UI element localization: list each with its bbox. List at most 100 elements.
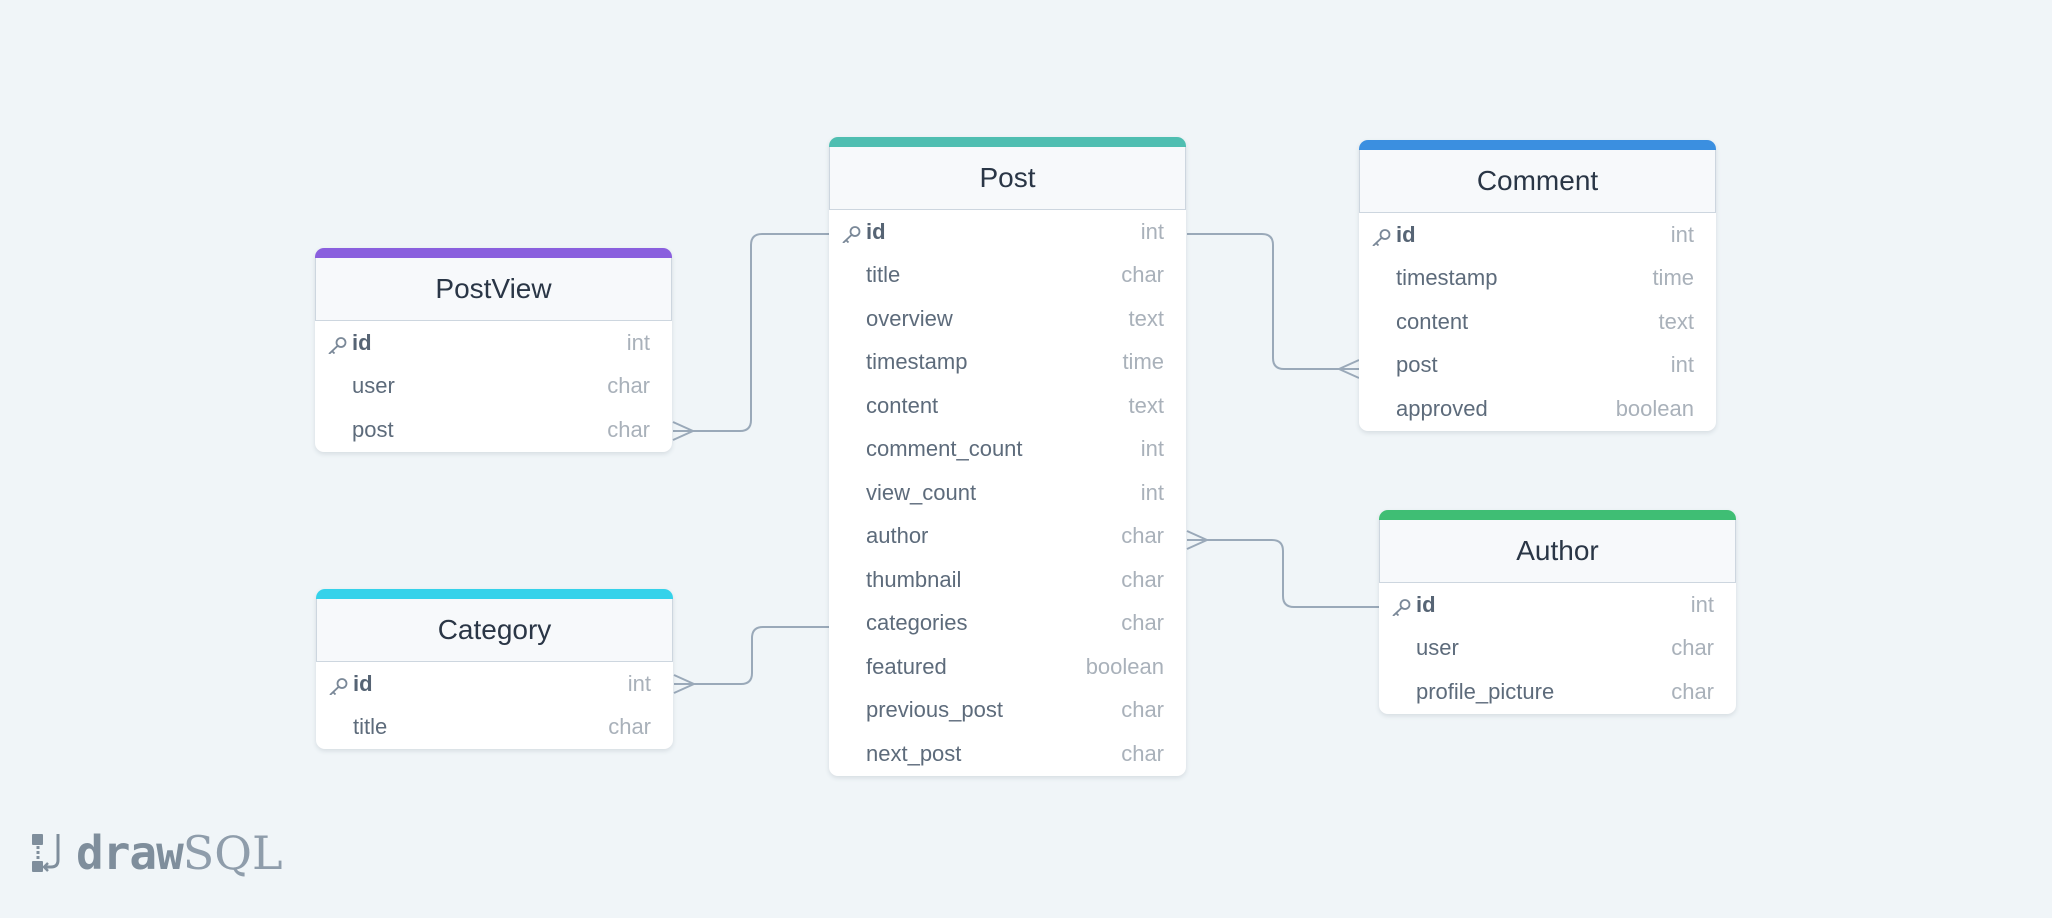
table-category[interactable]: Category id int title char: [316, 589, 673, 749]
primary-key-icon: [1370, 226, 1392, 247]
table-title[interactable]: PostView: [315, 258, 672, 321]
column-type: int: [626, 329, 650, 355]
column-name: title: [353, 714, 388, 740]
relation-post-postview: [673, 233, 829, 432]
column-row-user[interactable]: user char: [1379, 627, 1736, 671]
crow-foot-postview-post: [672, 421, 694, 441]
column-type: int: [1690, 591, 1714, 617]
column-name: id: [353, 670, 373, 696]
column-type: text: [1128, 392, 1164, 418]
column-type: int: [1670, 221, 1694, 247]
column-type: time: [1122, 349, 1164, 375]
table-accent-bar: [316, 589, 673, 599]
column-name: content: [866, 392, 939, 418]
column-name: id: [1416, 591, 1436, 617]
column-name: post: [352, 416, 394, 442]
column-type: boolean: [1615, 395, 1694, 421]
column-name: id: [352, 329, 372, 355]
column-type: int: [1140, 479, 1164, 505]
column-type: char: [1121, 262, 1164, 288]
table-title[interactable]: Comment: [1359, 150, 1716, 213]
primary-key-icon: [326, 334, 348, 355]
column-name: user: [1416, 635, 1459, 661]
logo-text-sql: SQL: [182, 826, 283, 880]
primary-key-icon: [840, 223, 862, 244]
column-row-title[interactable]: title char: [829, 254, 1186, 298]
table-title[interactable]: Post: [829, 147, 1186, 210]
column-name: timestamp: [866, 349, 968, 375]
column-row-content[interactable]: content text: [829, 384, 1186, 428]
column-type: int: [627, 670, 651, 696]
column-name: title: [866, 262, 901, 288]
relation-post-comment: [1187, 233, 1359, 370]
column-row-comment_count[interactable]: comment_count int: [829, 428, 1186, 472]
column-row-timestamp[interactable]: timestamp time: [829, 341, 1186, 385]
column-row-post[interactable]: post char: [315, 408, 672, 452]
crow-foot-comment-post: [1338, 359, 1360, 379]
column-type: char: [608, 714, 651, 740]
drawsql-logo: drawSQL: [30, 828, 283, 878]
column-name: post: [1396, 352, 1438, 378]
crow-foot-category-id: [673, 674, 695, 694]
table-title[interactable]: Category: [316, 599, 673, 662]
column-type: char: [607, 416, 650, 442]
column-name: approved: [1396, 395, 1488, 421]
column-row-view_count[interactable]: view_count int: [829, 471, 1186, 515]
column-name: profile_picture: [1416, 678, 1555, 704]
column-type: time: [1652, 265, 1694, 291]
column-type: int: [1670, 352, 1694, 378]
table-title[interactable]: Author: [1379, 520, 1736, 583]
column-type: text: [1658, 308, 1694, 334]
column-name: thumbnail: [866, 566, 962, 592]
column-row-author[interactable]: author char: [829, 515, 1186, 559]
column-name: categories: [866, 610, 968, 636]
primary-key-icon: [327, 675, 349, 696]
table-accent-bar: [315, 248, 672, 258]
column-row-id[interactable]: id int: [316, 662, 673, 706]
column-row-title[interactable]: title char: [316, 706, 673, 750]
column-type: char: [1121, 523, 1164, 549]
column-name: comment_count: [866, 436, 1023, 462]
column-type: char: [1121, 740, 1164, 766]
column-name: previous_post: [866, 697, 1003, 723]
column-row-id[interactable]: id int: [1359, 213, 1716, 257]
column-type: int: [1140, 218, 1164, 244]
column-name: id: [1396, 221, 1416, 247]
column-type: text: [1128, 305, 1164, 331]
column-name: author: [866, 523, 929, 549]
table-accent-bar: [1379, 510, 1736, 520]
column-row-categories[interactable]: categories char: [829, 602, 1186, 646]
column-type: int: [1140, 436, 1164, 462]
column-row-id[interactable]: id int: [1379, 583, 1736, 627]
column-row-next_post[interactable]: next_post char: [829, 732, 1186, 776]
column-name: featured: [866, 653, 947, 679]
column-name: next_post: [866, 740, 962, 766]
column-type: char: [1671, 635, 1714, 661]
column-row-id[interactable]: id int: [315, 321, 672, 365]
column-name: overview: [866, 305, 953, 331]
column-type: char: [1121, 566, 1164, 592]
relation-post-category: [674, 626, 829, 685]
column-row-approved[interactable]: approved boolean: [1359, 387, 1716, 431]
column-row-id[interactable]: id int: [829, 210, 1186, 254]
column-name: id: [866, 218, 886, 244]
column-type: char: [607, 373, 650, 399]
drawsql-logo-icon: [32, 834, 60, 872]
column-name: view_count: [866, 479, 977, 505]
column-row-post[interactable]: post int: [1359, 344, 1716, 388]
relation-author-post: [1187, 539, 1379, 608]
column-type: char: [1121, 610, 1164, 636]
column-row-thumbnail[interactable]: thumbnail char: [829, 558, 1186, 602]
column-row-overview[interactable]: overview text: [829, 297, 1186, 341]
